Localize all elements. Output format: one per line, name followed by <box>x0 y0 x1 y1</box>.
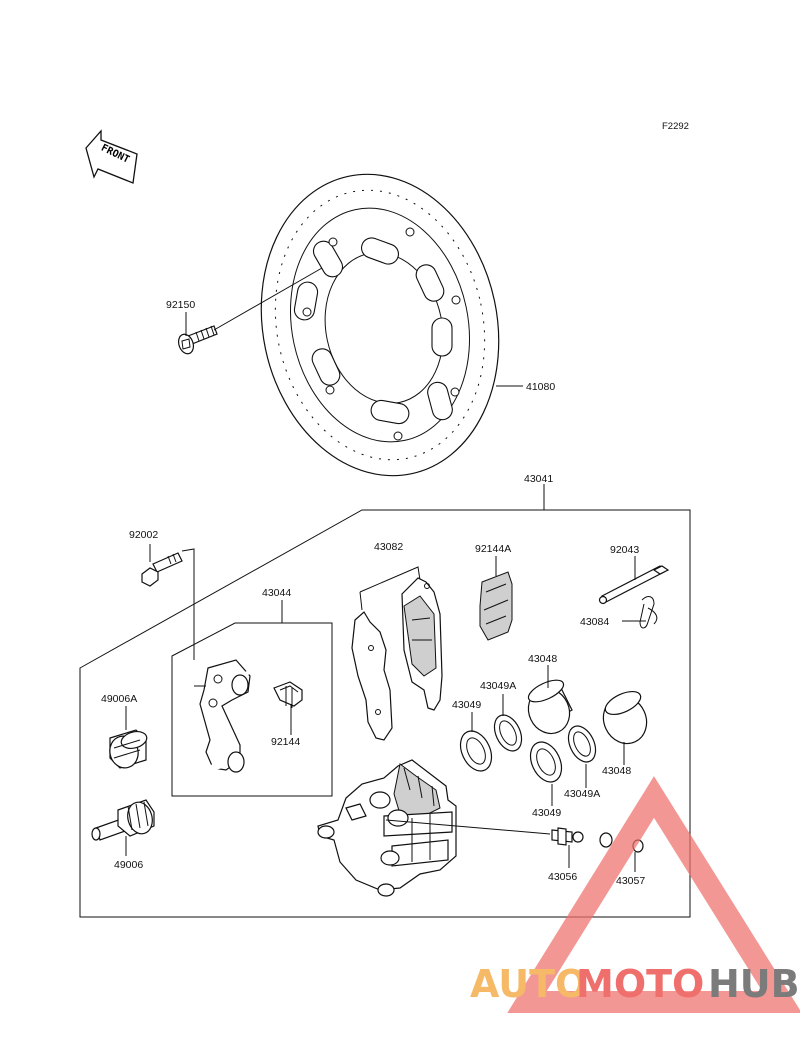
piston-seal-upper-a <box>493 714 523 752</box>
label-43056: 43056 <box>548 871 577 883</box>
label-92144A: 92144A <box>475 543 511 555</box>
piston-seal-upper <box>459 730 493 772</box>
piston-upper <box>527 679 573 735</box>
piston-seal-lower-a <box>567 725 597 763</box>
slide-pin-sleeve <box>91 799 155 841</box>
label-92150: 92150 <box>166 299 195 311</box>
label-43044: 43044 <box>262 587 291 599</box>
label-43049A-upper: 43049A <box>480 680 516 692</box>
brake-pad-left <box>351 611 393 741</box>
watermark-moto: MOTO <box>576 962 704 1006</box>
pin-retainer-clip <box>639 596 658 629</box>
label-41080: 41080 <box>526 381 555 393</box>
dust-boot <box>109 729 148 769</box>
watermark-logo: AUTO MOTO HUB <box>470 776 800 1013</box>
pad-pin <box>598 565 670 605</box>
label-49006: 49006 <box>114 859 143 871</box>
watermark-hub: HUB <box>708 962 800 1006</box>
label-43049-lower: 43049 <box>532 807 561 819</box>
label-43048-upper: 43048 <box>528 653 557 665</box>
label-49006A: 49006A <box>101 693 137 705</box>
figure-code: F2292 <box>662 121 689 132</box>
pad-spring-clip <box>273 681 303 708</box>
watermark-auto: AUTO <box>470 962 587 1006</box>
bleeder-valve <box>551 827 584 846</box>
label-92043: 92043 <box>610 544 639 556</box>
front-arrow-icon: FRONT <box>85 129 138 184</box>
label-92002: 92002 <box>129 529 158 541</box>
brake-disc <box>260 173 500 477</box>
label-92144: 92144 <box>271 736 300 748</box>
label-43082: 43082 <box>374 541 403 553</box>
caliper-body <box>317 759 457 897</box>
piston-seal-lower <box>529 741 563 783</box>
caliper-bolt <box>141 552 183 587</box>
brake-pad-right <box>401 577 443 711</box>
label-43041: 43041 <box>524 473 553 485</box>
piston-lower <box>602 690 648 745</box>
label-43057: 43057 <box>616 875 645 887</box>
label-43048-lower: 43048 <box>602 765 631 777</box>
label-43049-upper: 43049 <box>452 699 481 711</box>
disc-bolt <box>177 325 218 355</box>
caliper-bracket <box>194 659 270 773</box>
label-43084: 43084 <box>580 616 609 628</box>
label-43049A-lower: 43049A <box>564 788 600 800</box>
pad-shim <box>479 571 513 641</box>
